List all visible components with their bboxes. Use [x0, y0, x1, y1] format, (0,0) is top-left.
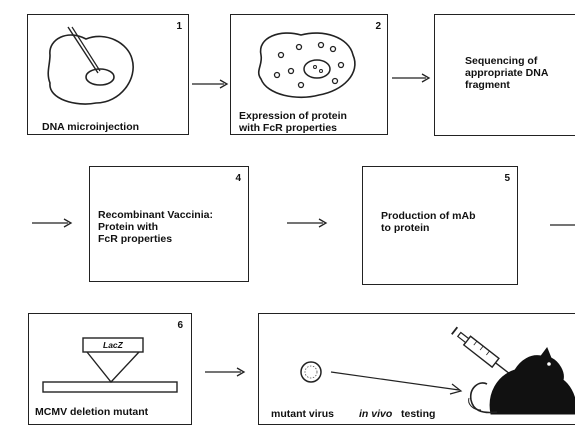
arrow-2-to-3	[390, 73, 432, 83]
arrow-4-to-5	[285, 218, 329, 228]
step-4-label-line2: Protein with	[98, 221, 158, 233]
invivo-testing-illustration	[259, 314, 575, 422]
step-4-box: 4 Recombinant Vaccinia: Protein with FcR…	[89, 166, 249, 282]
step-6-label: MCMV deletion mutant	[35, 406, 148, 418]
step-7-invivo-label: in vivo	[359, 408, 392, 420]
step-5-label-line2: to protein	[381, 222, 429, 234]
arrow-1-to-2	[190, 79, 230, 89]
step-2-label-line2: with FcR properties	[239, 122, 337, 134]
step-6-box: 6 LacZ MCMV deletion mutant	[28, 313, 192, 425]
step-2-box: 2 Expression of protein with FcR propert…	[230, 14, 388, 135]
step-4-label-line1: Recombinant Vaccinia:	[98, 209, 213, 221]
step-1-label: DNA microinjection	[42, 121, 139, 133]
step-5-number: 5	[504, 173, 510, 184]
step-1-box: 1 DNA microinjection	[27, 14, 189, 135]
step-3-label-line1: Sequencing of	[465, 55, 537, 67]
step-5-box: 5 Production of mAb to protein	[362, 166, 518, 285]
deletion-mutant-illustration	[29, 314, 191, 404]
step-3-label-line3: fragment	[465, 79, 510, 91]
step-2-label-line1: Expression of protein	[239, 110, 347, 122]
gene-label-lacz: LacZ	[103, 339, 123, 351]
arrow-5-to-6	[548, 220, 575, 230]
arrow-6-to-7	[203, 367, 247, 377]
step-4-label-line3: FcR properties	[98, 233, 172, 245]
arrow-3-to-4	[30, 218, 74, 228]
cell-injection-illustration	[28, 15, 188, 115]
step-7-box: mutant virus in vivo testing	[258, 313, 575, 425]
protein-expression-illustration	[231, 15, 387, 115]
step-5-label-line1: Production of mAb	[381, 210, 476, 222]
step-4-number: 4	[235, 173, 241, 184]
step-7-mutant-virus-label: mutant virus	[271, 408, 334, 420]
step-3-label-line2: appropriate DNA	[465, 67, 548, 79]
step-7-testing-label: testing	[401, 408, 435, 420]
step-3-box: Sequencing of appropriate DNA fragment	[434, 14, 575, 136]
